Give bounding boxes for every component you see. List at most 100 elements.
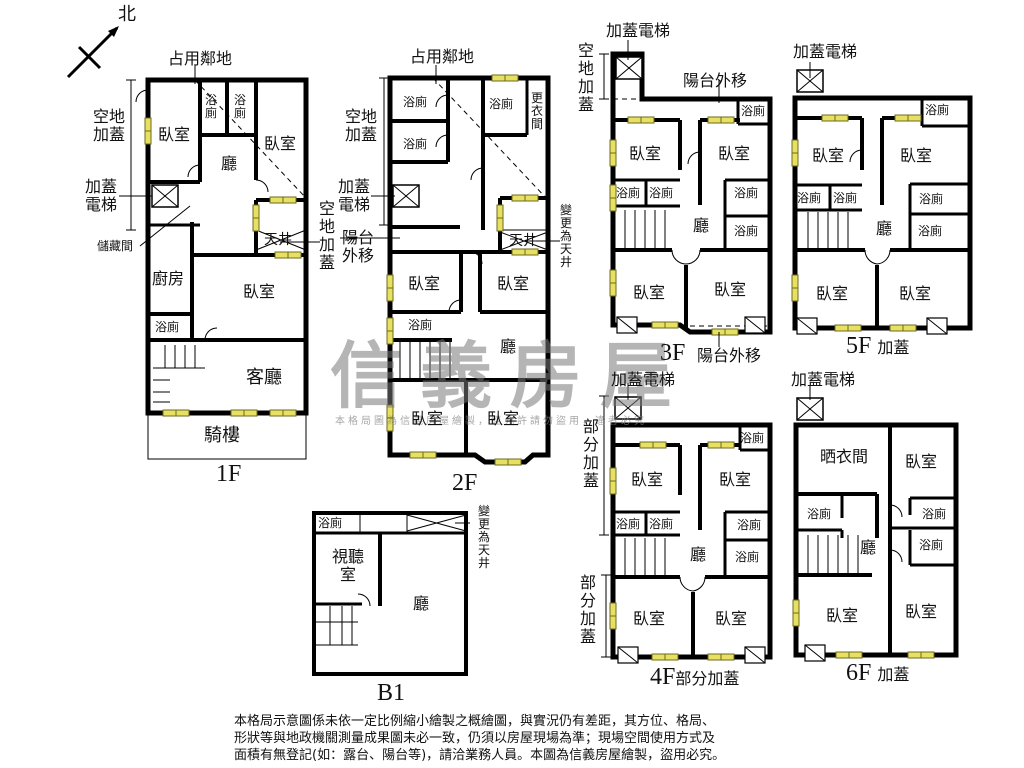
room-bedroom: 臥室: [497, 274, 530, 293]
room-hall: 廳: [221, 154, 238, 173]
room-living-room: 客廳: [246, 367, 282, 388]
room-bedroom: 臥室: [905, 452, 938, 471]
room-bedroom: 臥室: [715, 609, 748, 628]
room-skylight: 天井: [509, 233, 537, 249]
room-hall: 廳: [693, 216, 710, 235]
annotation-storage: 儲藏間: [97, 239, 134, 253]
annotation-partial-extension: 部分加蓋: [579, 573, 596, 646]
room-hall: 廳: [500, 337, 517, 356]
annotation-changed-to-skylight: 變更為天井: [477, 504, 490, 570]
floor-title-5f-number: 5F: [846, 333, 872, 359]
room-bathroom: 浴廁: [919, 192, 944, 206]
compass-north-label: 北: [118, 4, 136, 25]
room-bathroom: 浴廁: [918, 224, 943, 238]
room-kitchen: 廚房: [152, 269, 185, 288]
annotation-vacant-extension: 空地加蓋: [344, 107, 377, 144]
room-hall: 廳: [876, 219, 893, 238]
annotation-vacant-extension: 空地加蓋: [318, 199, 335, 272]
disclaimer-line: 形狀等與地政機關測量成果圖未必一致，仍須以房屋現場為準；現場空間使用方式及: [234, 731, 716, 746]
room-bedroom: 臥室: [718, 144, 751, 163]
annotation-added-elevator: 加蓋電梯: [793, 42, 858, 61]
annotation-added-elevator: 加蓋電梯: [791, 370, 856, 389]
annotation-added-elevator: 加蓋電梯: [84, 177, 117, 214]
watermark-notice: 本格局圖為信義房屋繪製，經允許請勿盜用，違者必究: [335, 416, 647, 427]
annotation-balcony-moved: 陽台外移: [341, 228, 374, 265]
room-bathroom: 浴廁: [925, 103, 950, 117]
annotation-balcony-moved: 陽台外移: [697, 346, 762, 365]
room-closet: 更衣間: [530, 91, 543, 131]
room-bathroom: 浴廁: [489, 97, 514, 111]
annotation-added-elevator: 加蓋電梯: [337, 177, 370, 214]
room-hall: 廳: [413, 594, 430, 613]
floor-title-4f-number: 4F: [650, 664, 676, 690]
floor-title-b1: B1: [377, 680, 406, 706]
room-av-room: 視聽室: [331, 547, 364, 584]
room-bathroom: 浴廁: [807, 507, 832, 521]
annotation-vacant-extension: 空地加蓋: [577, 41, 594, 114]
floor-title-5f-subtitle: 加蓋: [877, 338, 910, 357]
floor-title-1f: 1F: [216, 461, 242, 487]
annotation-added-elevator: 加蓋電梯: [611, 370, 676, 389]
room-bedroom: 臥室: [243, 282, 276, 301]
disclaimer-line: 本格局示意圖係未依一定比例縮小繪製之概繪圖，與實況仍有差距，其方位、格局、: [234, 714, 716, 729]
floor-title-5f: 5F 加蓋: [846, 333, 909, 361]
annotation-changed-to-skylight: 變更為天井: [559, 203, 572, 269]
room-hall: 廳: [860, 538, 877, 557]
room-bathroom: 浴廁: [649, 517, 674, 531]
room-laundry: 晒衣間: [820, 447, 869, 466]
room-bathroom: 浴廁: [740, 431, 765, 445]
watermark-brand: 信義房屋: [330, 334, 691, 418]
room-bedroom: 臥室: [633, 283, 666, 302]
annotation-balcony-moved: 陽台外移: [683, 71, 748, 90]
room-bedroom: 臥室: [631, 470, 664, 489]
floor-title-6f: 6F 加蓋: [846, 660, 909, 688]
room-bedroom: 臥室: [487, 409, 520, 428]
room-arcade: 騎樓: [204, 425, 240, 446]
disclaimer: 本格局示意圖係未依一定比例縮小繪製之概繪圖，與實況仍有差距，其方位、格局、 形狀…: [234, 713, 794, 764]
floor-title-4f: 4F部分加蓋: [650, 664, 739, 692]
room-bathroom: 浴廁: [833, 191, 858, 205]
room-bedroom: 臥室: [264, 134, 297, 153]
room-bedroom: 臥室: [408, 274, 441, 293]
floor-b1-plan: [312, 511, 468, 676]
room-bathroom: 浴廁: [734, 186, 759, 200]
room-bedroom: 臥室: [411, 409, 444, 428]
room-bathroom: 浴廁: [616, 186, 641, 200]
annotation-partial-extension: 部分加蓋: [582, 417, 599, 490]
room-bathroom: 浴廁: [155, 320, 180, 334]
room-bedroom: 臥室: [714, 280, 747, 299]
room-bathroom: 浴廁: [318, 516, 343, 530]
floor-title-2f: 2F: [452, 470, 478, 496]
floor-4f-plan: [610, 422, 773, 660]
room-bedroom: 臥室: [158, 125, 191, 144]
compass-arrow-icon: [66, 26, 119, 79]
room-bathroom: 浴廁: [204, 93, 217, 120]
room-bathroom: 浴廁: [797, 191, 822, 205]
floor-6f-plan: [793, 422, 959, 658]
room-bedroom: 臥室: [816, 284, 849, 303]
room-bathroom: 浴廁: [616, 517, 641, 531]
room-bathroom: 浴廁: [735, 550, 760, 564]
floor-title-6f-number: 6F: [846, 660, 872, 686]
room-bathroom: 浴廁: [403, 95, 428, 109]
room-bathroom: 浴廁: [233, 93, 246, 120]
room-bathroom: 浴廁: [403, 137, 428, 151]
floor-title-6f-subtitle: 加蓋: [877, 665, 910, 684]
annotation-occupied-land: 占用鄰地: [168, 49, 233, 68]
room-bedroom: 臥室: [826, 606, 859, 625]
room-bathroom: 浴廁: [919, 538, 944, 552]
room-bedroom: 臥室: [633, 609, 666, 628]
room-bathroom: 浴廁: [408, 318, 433, 332]
room-bedroom: 臥室: [905, 602, 938, 621]
annotation-added-elevator: 加蓋電梯: [606, 21, 671, 40]
floor-title-3f: 3F: [660, 340, 686, 366]
room-bathroom: 浴廁: [649, 186, 674, 200]
annotation-vacant-extension: 空地加蓋: [92, 107, 125, 144]
room-hall: 廳: [690, 545, 707, 564]
annotation-occupied-land: 占用鄰地: [410, 47, 475, 66]
room-bathroom: 浴廁: [922, 507, 947, 521]
disclaimer-line: 面積有無登記(如：露台、陽台等)，請洽業務人員。本圖為信義房屋繪製，盜用必究。: [234, 748, 726, 763]
room-bedroom: 臥室: [629, 144, 662, 163]
room-bedroom: 臥室: [719, 470, 752, 489]
floor-title-4f-subtitle: 部分加蓋: [675, 669, 740, 688]
